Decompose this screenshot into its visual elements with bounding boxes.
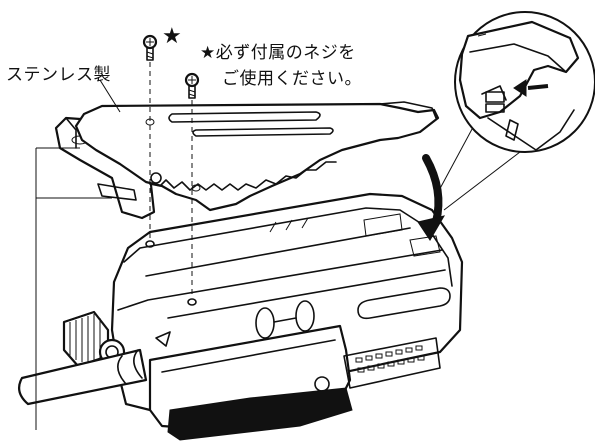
radio-body: [110, 192, 464, 441]
screw-icon: [184, 72, 200, 99]
belt-clip: [54, 101, 440, 220]
screw-icon: [142, 34, 158, 61]
antenna: [17, 348, 148, 406]
screw-note-line1: ★必ず付属のネジを: [200, 43, 356, 63]
speaker-grille: [343, 337, 441, 389]
magnifier-callout: [435, 11, 595, 211]
screw-note-line2: ご使用ください。: [222, 69, 362, 89]
arrow-icon: [417, 154, 446, 241]
star-mark: ★: [162, 24, 182, 49]
bracket-lines: [35, 147, 112, 430]
label-leader: [99, 79, 121, 113]
material-label: ステンレス製: [6, 65, 111, 85]
